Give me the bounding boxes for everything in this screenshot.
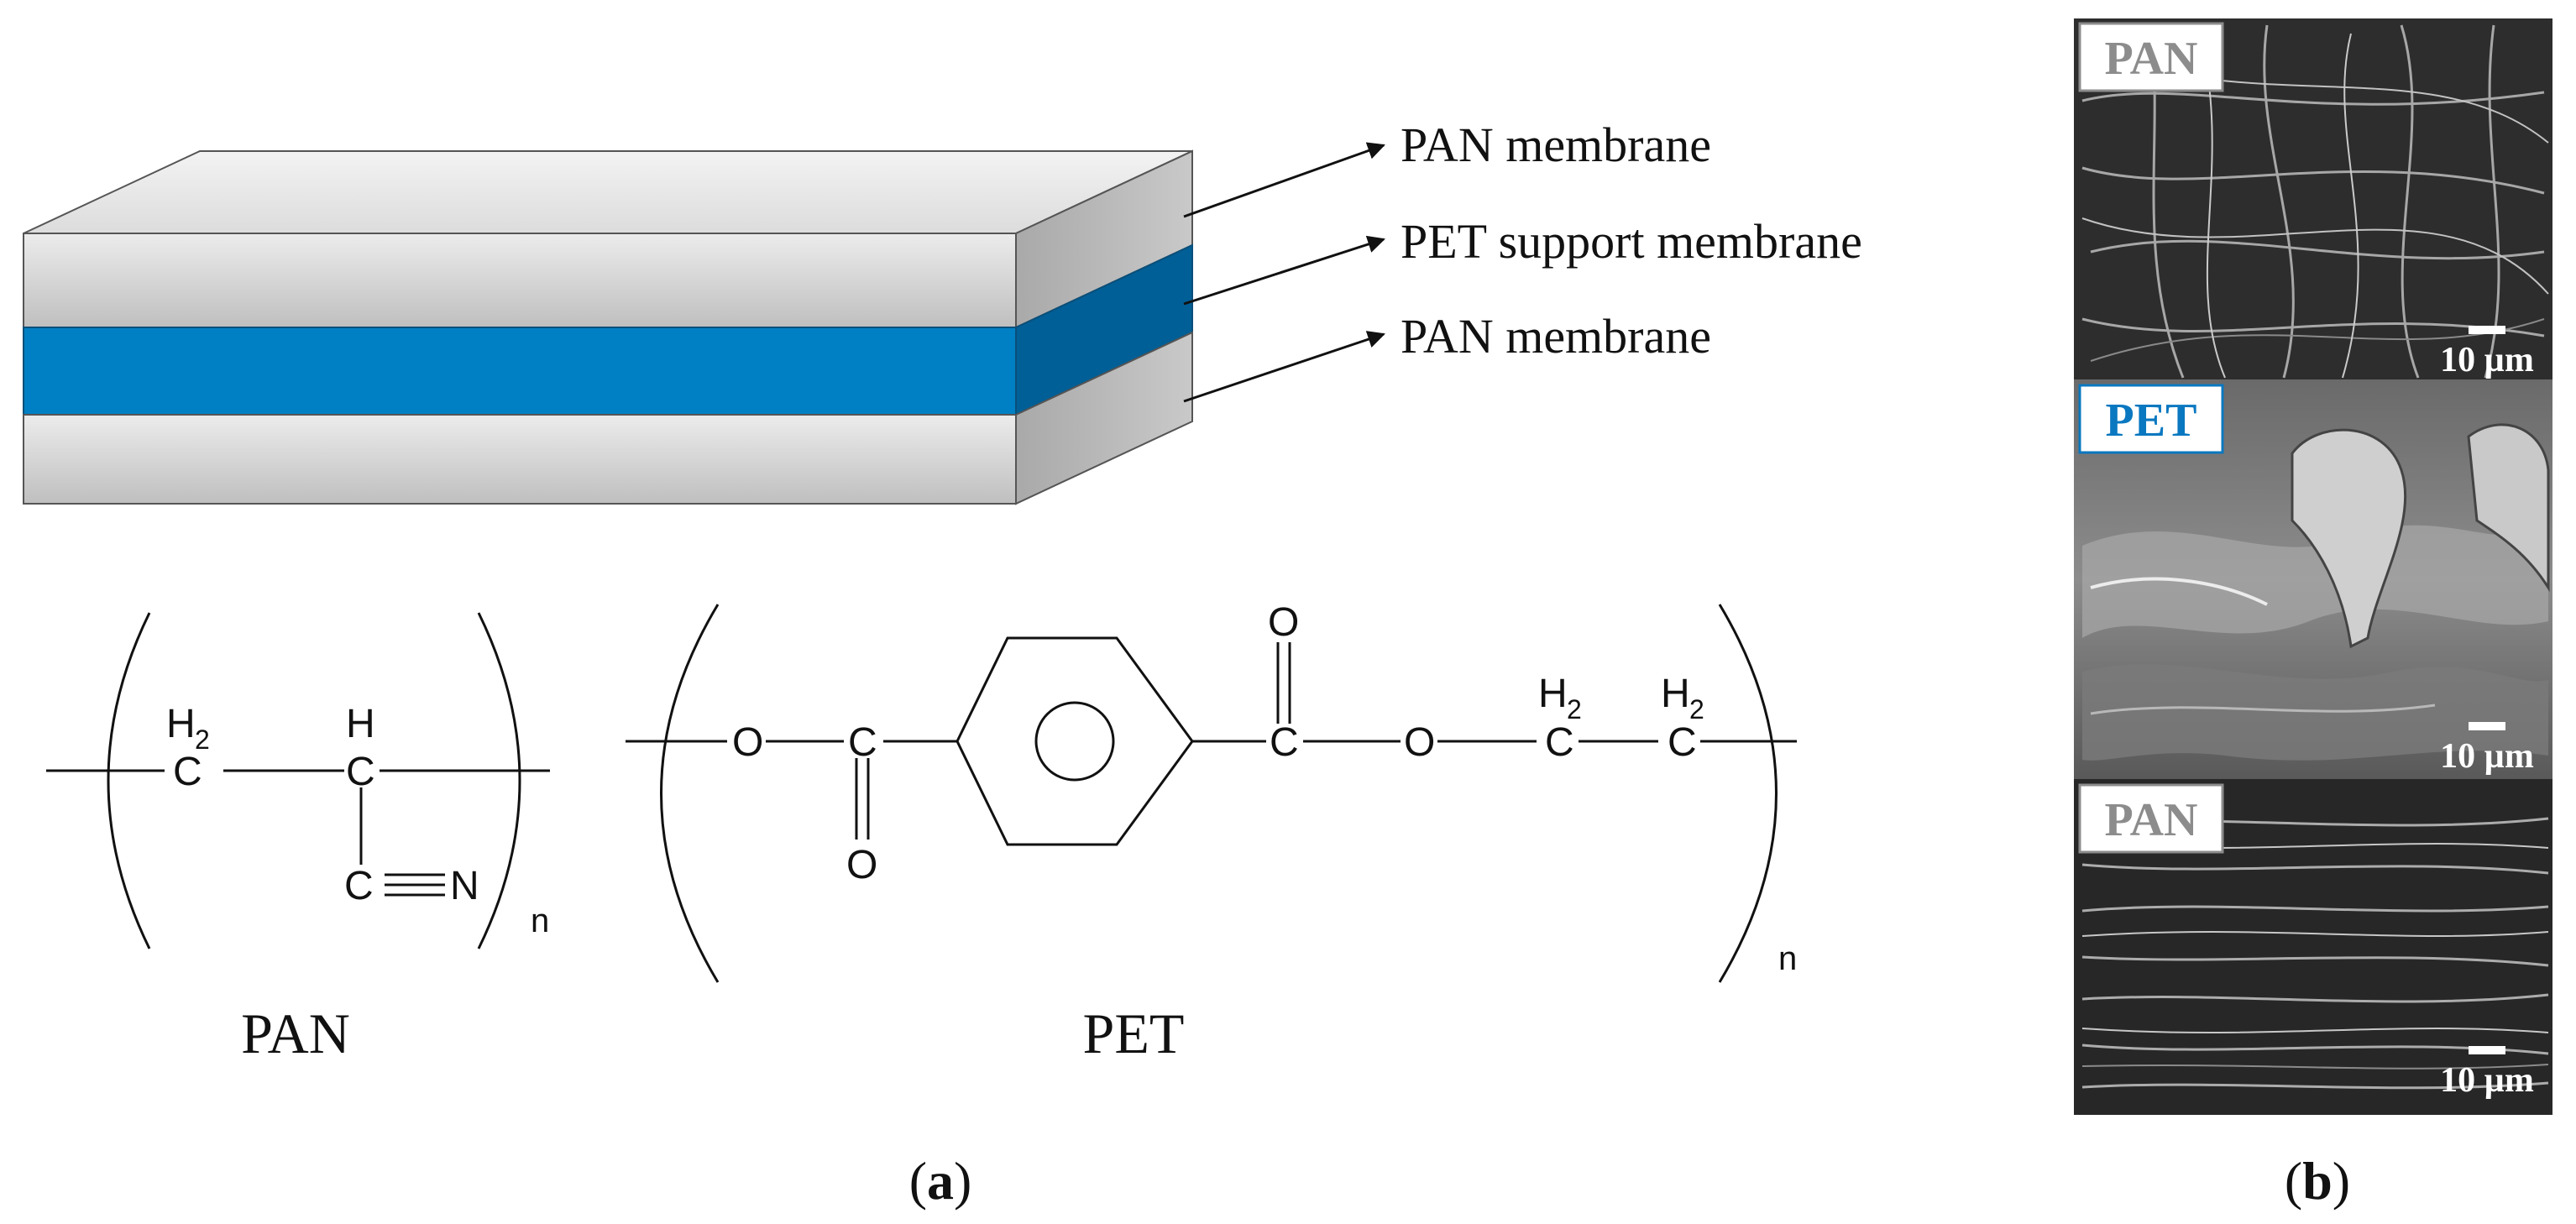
pet-ch2b-subscript: 2 bbox=[1689, 694, 1704, 724]
arrow-pet bbox=[1183, 235, 1385, 306]
pet-c-2: C bbox=[1270, 720, 1299, 765]
sem-image-pan-top bbox=[2074, 18, 2552, 379]
pet-structure-name: PET bbox=[1083, 1002, 1185, 1065]
sem-label-box-pan-bottom bbox=[2078, 783, 2224, 854]
label-top-pan-membrane: PAN membrane bbox=[1401, 118, 1711, 172]
pet-layer-front bbox=[23, 327, 1017, 416]
pet-ch2a-c: C bbox=[1545, 720, 1574, 765]
layer-leader-arrows bbox=[1183, 142, 1385, 403]
pet-o-carbonyl-1: O bbox=[846, 843, 877, 887]
pet-structure: O C O C O O H 2 C H 2 C n PET bbox=[626, 600, 1797, 1065]
pet-ch2b-h: H bbox=[1661, 672, 1690, 716]
pan-cn-n: N bbox=[450, 864, 479, 908]
sem-image-pan-bottom bbox=[2074, 779, 2552, 1115]
stack-top-face bbox=[23, 150, 1193, 234]
membrane-stack-diagram bbox=[23, 149, 1193, 505]
sem-scale-label-1: 10 µm bbox=[2440, 341, 2534, 379]
pet-ch2b-c: C bbox=[1668, 720, 1697, 765]
scale-bar-1 bbox=[2469, 326, 2505, 334]
pan-ch2-c: C bbox=[173, 750, 202, 794]
sem-scale-label-2: 10 µm bbox=[2440, 737, 2534, 776]
pet-benzene-ring bbox=[956, 636, 1194, 846]
pan-ch2-h: H bbox=[166, 702, 196, 746]
pan-structure: H 2 C H C C N n PAN bbox=[46, 612, 550, 1065]
label-bottom-pan-membrane: PAN membrane bbox=[1401, 309, 1711, 364]
sem-image-column bbox=[2074, 18, 2552, 1115]
pet-bracket-left bbox=[660, 604, 720, 983]
pan-ch-h: H bbox=[346, 702, 375, 746]
label-pet-support-membrane: PET support membrane bbox=[1401, 214, 1862, 269]
sem-scale-bars bbox=[2469, 326, 2505, 1054]
sem-label-box-pet bbox=[2078, 384, 2224, 454]
pet-bracket-right bbox=[1718, 604, 1778, 983]
pet-o-carbonyl-2: O bbox=[1268, 600, 1299, 645]
scale-bar-3 bbox=[2469, 1046, 2505, 1054]
scale-bar-2 bbox=[2469, 722, 2505, 730]
pet-o-2: O bbox=[1404, 720, 1435, 765]
sem-label-box-pan-top bbox=[2078, 22, 2224, 92]
pet-benzene-aromatic-circle bbox=[1034, 701, 1115, 782]
panel-a-caption: (a) bbox=[909, 1151, 972, 1211]
pet-ch2a-h: H bbox=[1538, 672, 1568, 716]
pan-bracket-right bbox=[477, 612, 521, 949]
panel-b-caption: (b) bbox=[2285, 1151, 2350, 1211]
sem-label-pet: PET bbox=[2106, 395, 2197, 447]
pan-layer-bottom-side bbox=[1015, 331, 1193, 505]
arrow-top-pan bbox=[1183, 142, 1385, 218]
pan-structure-name: PAN bbox=[241, 1002, 350, 1065]
pan-ch-c: C bbox=[346, 750, 375, 794]
pan-ch2-subscript: 2 bbox=[195, 724, 210, 755]
pet-ch2a-subscript: 2 bbox=[1567, 694, 1582, 724]
arrow-bottom-pan bbox=[1183, 331, 1385, 403]
sem-label-pan-top: PAN bbox=[2105, 33, 2198, 85]
sem-scale-label-3: 10 µm bbox=[2440, 1061, 2534, 1100]
pet-o-1: O bbox=[732, 720, 763, 765]
pan-cn-c: C bbox=[344, 864, 374, 908]
pan-repeat-n: n bbox=[531, 902, 549, 939]
pan-bracket-left bbox=[107, 612, 151, 949]
pet-repeat-n: n bbox=[1778, 940, 1797, 977]
sem-image-pet bbox=[2074, 379, 2552, 779]
pan-layer-bottom-front bbox=[23, 414, 1017, 505]
pan-layer-top-front bbox=[23, 233, 1017, 328]
pet-c-1: C bbox=[848, 720, 877, 765]
sem-label-pan-bottom: PAN bbox=[2105, 794, 2198, 846]
